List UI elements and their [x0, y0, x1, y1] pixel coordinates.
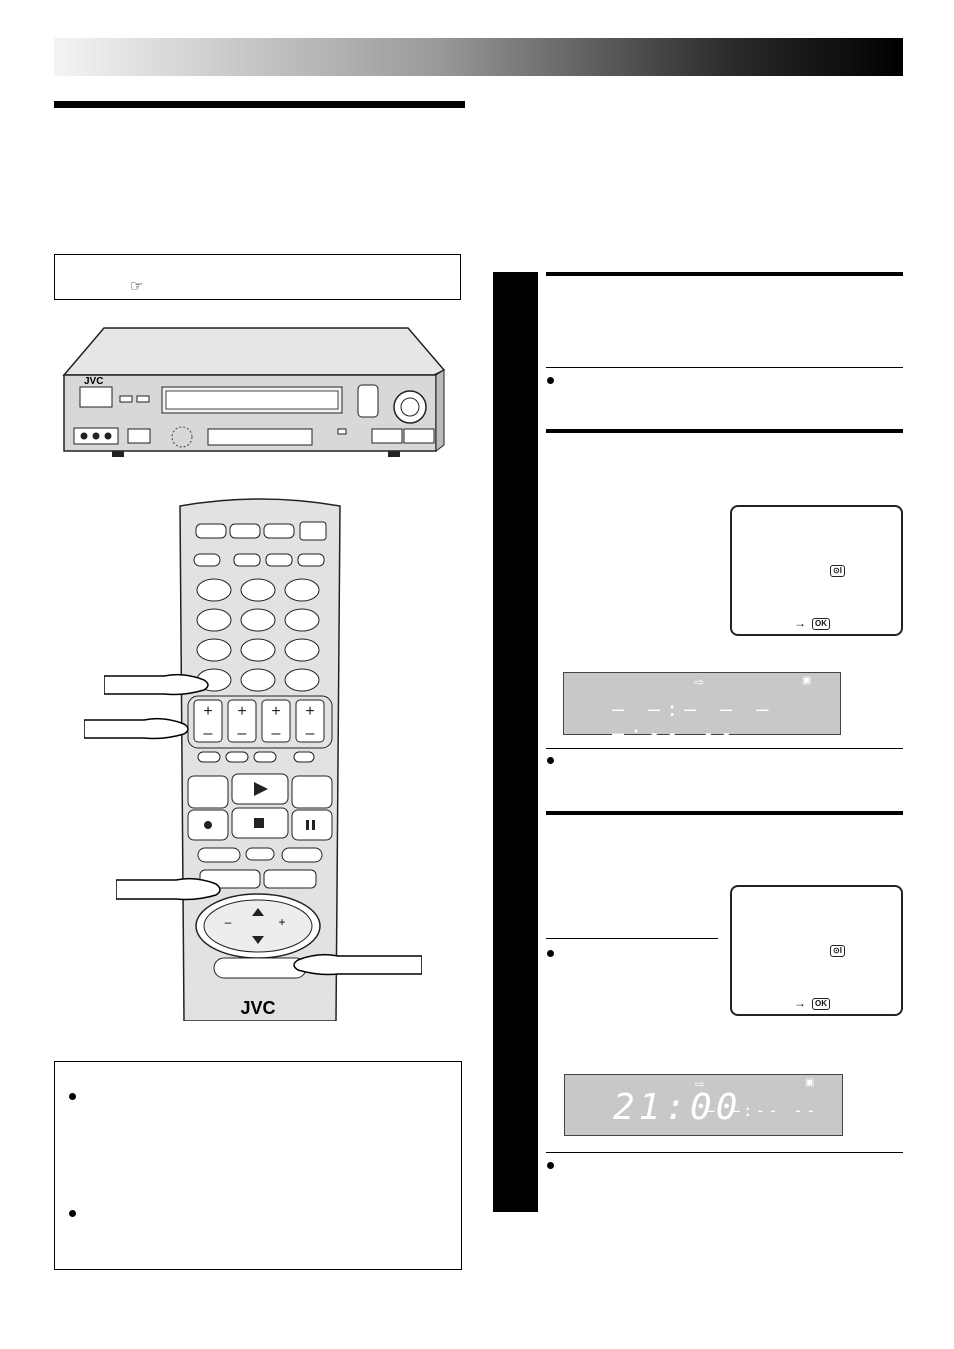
bullet	[547, 757, 554, 764]
step-3-divider	[546, 1152, 903, 1153]
pointing-hand-icon	[83, 716, 194, 742]
vcr-illustration: JVC	[62, 325, 452, 465]
svg-text:+: +	[305, 703, 314, 720]
arrow-right-icon: ⇨	[695, 1077, 706, 1091]
svg-text:+: +	[237, 703, 246, 720]
pointing-hand-icon	[288, 952, 423, 978]
svg-text:–: –	[204, 725, 213, 742]
bullet	[547, 377, 554, 384]
header-gradient-bar	[54, 38, 903, 76]
ok-icon: OK	[812, 618, 830, 630]
notes-box	[54, 1061, 462, 1270]
pointing-hand-icon	[103, 672, 214, 698]
svg-text:+: +	[278, 915, 285, 929]
tape-icon: ⊙I	[830, 565, 845, 577]
bullet	[547, 1162, 554, 1169]
ok-icon: OK	[812, 998, 830, 1010]
bullet	[69, 1210, 76, 1217]
tape-icon: ⊙I	[830, 945, 845, 957]
svg-text:–: –	[306, 725, 315, 742]
remote-brand-logo: JVC	[240, 998, 275, 1018]
pointing-hand-icon: ☞	[130, 278, 144, 295]
bullet	[69, 1093, 76, 1100]
step-1-rule	[546, 272, 903, 276]
pointing-hand-icon	[115, 876, 226, 904]
lcd-time-readout: – –:– – – –:-- --	[612, 697, 775, 745]
osd-screen-1: ⊙I → OK	[730, 505, 903, 636]
lcd-display-2: ⇨ ▣ 21:00 – –:-- --	[564, 1074, 843, 1136]
arrow-right-icon: ⇨	[694, 675, 705, 689]
lcd-time-trail: – –:-- --	[705, 1101, 819, 1120]
step-column	[493, 272, 538, 1212]
svg-text:–: –	[238, 725, 247, 742]
osd-screen-2: ⊙I → OK	[730, 885, 903, 1016]
arrow-right-icon: →	[794, 616, 806, 630]
step-2-divider	[546, 748, 903, 749]
step-3-rule	[546, 811, 903, 815]
title-rule	[54, 101, 465, 108]
svg-text:+: +	[203, 703, 212, 720]
remote-illustration: + + + + – – – – – + JVC	[170, 498, 350, 1022]
lcd-time-readout: 21:00	[613, 1087, 742, 1128]
tape-icon: ▣	[805, 1077, 815, 1088]
svg-text:–: –	[225, 915, 232, 929]
step-1-divider	[546, 367, 903, 368]
arrow-right-icon: →	[794, 996, 806, 1010]
step-2-rule	[546, 429, 903, 433]
tape-icon: ▣	[802, 675, 812, 686]
svg-text:+: +	[271, 703, 280, 720]
lcd-display-1: ⇨ ▣ – –:– – – –:-- --	[563, 672, 841, 745]
vcr-brand-logo: JVC	[84, 376, 103, 387]
step-3-subrule	[546, 938, 718, 939]
svg-text:–: –	[272, 725, 281, 742]
note-box: ☞	[54, 254, 461, 300]
bullet	[547, 950, 554, 957]
